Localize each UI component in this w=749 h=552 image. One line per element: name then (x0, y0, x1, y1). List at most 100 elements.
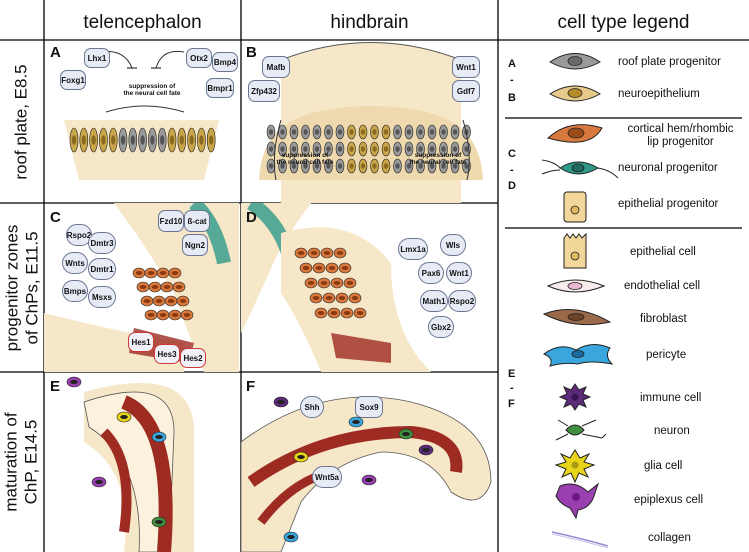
gene-chip-bmp4: Bmp4 (212, 52, 238, 72)
panel-f-cell-nucleus (402, 432, 410, 436)
panel-c-hem-cell-nucleus (163, 285, 171, 289)
panel-b-letter: B (246, 44, 257, 61)
gene-chip-wnt5a: Wnt5a (312, 466, 342, 488)
panel-d-hem-cell-nucleus (336, 251, 344, 255)
panel-d-hem-cell-nucleus (343, 311, 351, 315)
panel-e-illustration (66, 376, 194, 552)
gene-chip-wnt1-d: Wnt1 (446, 262, 472, 284)
panel-b-cell-nucleus (372, 163, 377, 169)
gene-chip-lmx1a: Lmx1a (398, 238, 428, 260)
panel-b-cell-nucleus (360, 129, 366, 135)
panel-b-cell-nucleus (383, 129, 389, 135)
gene-chip-msxs: Msxs (88, 286, 116, 308)
panel-b-cell-nucleus (395, 129, 400, 135)
panel-d-hem-cell-nucleus (312, 296, 320, 300)
row-header-maturation-line1: maturation of (2, 412, 22, 512)
panel-c-hem-cell-nucleus (147, 313, 155, 317)
gene-chip-math1: Math1 (420, 290, 448, 312)
panel-d-hem-cell-nucleus (310, 251, 318, 255)
panel-b-cell-nucleus (337, 129, 343, 135)
panel-c-letter: C (50, 209, 61, 226)
panel-b-cell-nucleus (349, 129, 354, 135)
panel-e-cell-nucleus (155, 520, 163, 524)
panel-b-cell-nucleus (406, 163, 412, 169)
legend-label-epithelial-progenitor: epithelial progenitor (618, 198, 719, 210)
panel-d-hem-cell-nucleus (328, 266, 336, 270)
gene-chip-otx2: Otx2 (186, 48, 212, 68)
panel-b-cell-nucleus (418, 163, 423, 169)
panel-e-cell-nucleus (120, 415, 128, 419)
column-header-hindbrain: hindbrain (330, 12, 409, 33)
panel-b-cell-nucleus (326, 146, 331, 152)
gene-chip-b-cat: ß-cat (184, 210, 210, 232)
panel-a-cell-nucleus (81, 135, 86, 145)
panel-b-cell-nucleus (326, 163, 331, 169)
legend-group-ab-letter-b: B (508, 92, 516, 104)
fibroblast-icon (542, 309, 612, 326)
row-header-roof-plate: roof plate, E8.5 (0, 40, 44, 203)
gene-chip-pax6: Pax6 (418, 262, 444, 284)
panel-a-cell-nucleus (111, 135, 116, 145)
panel-b-cell-nucleus (280, 146, 285, 152)
panel-b-cell-nucleus (383, 163, 389, 169)
legend-label-cortical-hem-line2: lip progenitor (647, 136, 714, 148)
panel-b-suppression-left-line1: suppression of (281, 152, 329, 159)
panel-b-cell-nucleus (429, 146, 435, 152)
legend-group-ef-letter-f: F (508, 398, 515, 410)
panel-b-cell-nucleus (360, 146, 366, 152)
legend-label-pericyte: pericyte (646, 349, 687, 361)
endothelial-cell-icon (546, 279, 606, 293)
panel-a-cell-nucleus (71, 135, 77, 145)
panel-e-cell-nucleus (70, 380, 78, 384)
panel-b-cell-nucleus (383, 146, 389, 152)
panel-b-cell-nucleus (418, 129, 423, 135)
gene-chip-ngn2: Ngn2 (182, 234, 208, 256)
panel-b-cell-nucleus (314, 129, 320, 135)
panel-b-cell-nucleus (406, 129, 412, 135)
epithelial-progenitor-icon (563, 191, 587, 223)
panel-f-cell-nucleus (365, 478, 373, 482)
panel-c-hem-cell-nucleus (151, 285, 159, 289)
panel-d-hem-cell-nucleus (338, 296, 346, 300)
gene-chip-dmtr3: Dmtr3 (88, 232, 116, 254)
gene-chip-hes1: Hes1 (128, 332, 154, 352)
panel-b-suppression-right-line1: suppression of (414, 152, 462, 159)
panel-b-cell-nucleus (280, 129, 285, 135)
panel-c-hem-cell-nucleus (159, 271, 167, 275)
panel-a-suppression-line2: the neural cell fate (123, 90, 181, 97)
panel-f-cell-nucleus (352, 420, 360, 424)
panel-b-cell-nucleus (268, 163, 274, 169)
gene-chip-gbx2: Gbx2 (428, 316, 454, 338)
gene-chip-rspo2-d: Rspo2 (448, 290, 476, 312)
gene-chip-hes3: Hes3 (154, 344, 180, 364)
gene-chip-dmtr1: Dmtr1 (88, 258, 116, 280)
legend-label-glia-cell: glia cell (644, 460, 683, 472)
panel-d-hem-cell-nucleus (351, 296, 359, 300)
panel-d-hem-cell-nucleus (320, 281, 328, 285)
neuronal-progenitor-icon (541, 159, 619, 179)
panel-b-cell-nucleus (360, 163, 366, 169)
panel-a-cell-nucleus (209, 135, 214, 145)
legend-label-roof-plate-progenitor: roof plate progenitor (618, 56, 721, 68)
panel-b-cell-nucleus (280, 163, 285, 169)
panel-c-hem-cell-nucleus (147, 271, 155, 275)
panel-d-hem-cell-nucleus (302, 266, 310, 270)
panel-b-cell-nucleus (441, 129, 446, 135)
panel-b-cell-nucleus (314, 163, 320, 169)
panel-b-cell-nucleus (349, 146, 354, 152)
panel-b-cell-nucleus (326, 129, 331, 135)
panel-b-cell-nucleus (464, 163, 469, 169)
panel-b-cell-nucleus (441, 146, 446, 152)
cortical-hem-icon (546, 124, 603, 143)
panel-d-hem-cell-nucleus (356, 311, 364, 315)
panel-b-cell-nucleus (268, 146, 274, 152)
panel-b-cell-nucleus (452, 129, 458, 135)
immune-cell-icon (558, 383, 592, 411)
panel-c-hem-cell-nucleus (171, 271, 179, 275)
panel-d-hem-cell-nucleus (341, 266, 349, 270)
